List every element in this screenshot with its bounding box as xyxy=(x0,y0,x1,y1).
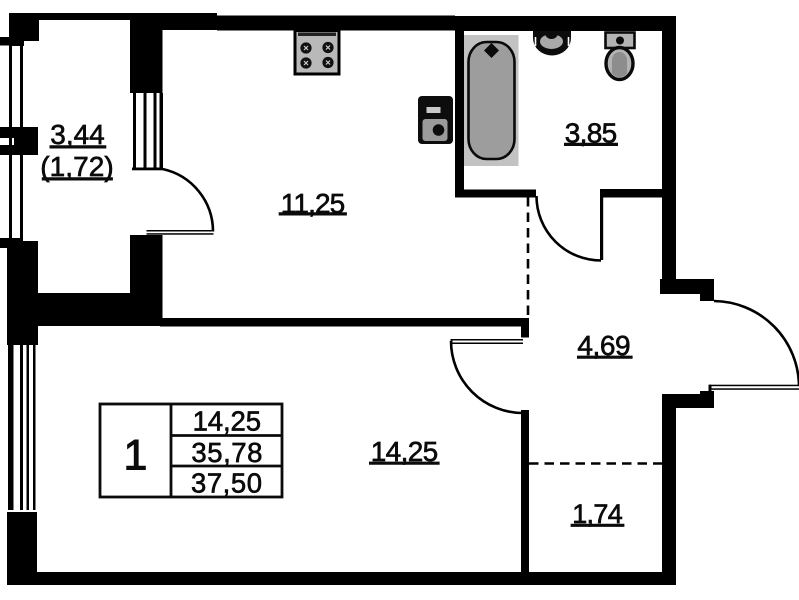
svg-text:1: 1 xyxy=(124,432,148,480)
svg-text:35,78: 35,78 xyxy=(191,437,262,468)
svg-text:3,44: 3,44 xyxy=(50,119,105,150)
svg-text:14,25: 14,25 xyxy=(193,406,261,437)
svg-text:37,50: 37,50 xyxy=(191,468,262,499)
svg-text:(1,72): (1,72) xyxy=(40,151,114,182)
